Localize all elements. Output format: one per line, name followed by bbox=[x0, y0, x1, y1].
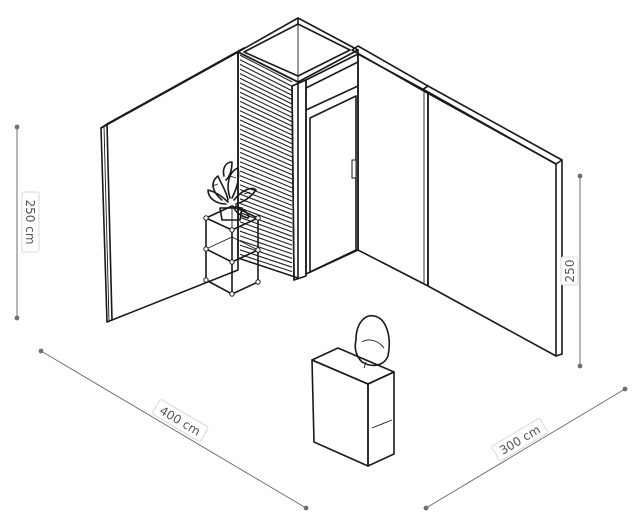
slat-line bbox=[239, 133, 293, 158]
slat-line bbox=[239, 54, 293, 83]
storage-door bbox=[309, 95, 357, 273]
door-handle-icon bbox=[351, 159, 357, 179]
slat-line bbox=[239, 119, 293, 145]
slat-line bbox=[239, 221, 293, 242]
slat-line bbox=[239, 59, 293, 87]
slat-line bbox=[239, 73, 293, 101]
height-right-label: 250 bbox=[563, 260, 577, 283]
slat-line bbox=[239, 207, 293, 229]
slat-line bbox=[239, 124, 293, 149]
dimension-width-front: 400 cm bbox=[38, 348, 309, 511]
slat-line bbox=[239, 156, 293, 180]
slat-line bbox=[239, 68, 293, 96]
slat-line bbox=[239, 230, 293, 251]
slat-line bbox=[239, 142, 293, 167]
dimension-height-left: 250 cm bbox=[14, 124, 40, 321]
slat-line bbox=[239, 170, 293, 193]
slat-line bbox=[239, 161, 293, 184]
dimension-depth-right: 300 cm bbox=[423, 386, 628, 511]
height-left-label: 250 cm bbox=[23, 199, 37, 244]
slat-line bbox=[239, 249, 293, 268]
slat-line bbox=[239, 128, 293, 154]
slat-line bbox=[239, 202, 293, 224]
slat-line bbox=[239, 253, 293, 273]
slat-line bbox=[239, 216, 293, 237]
chair-icon bbox=[354, 314, 390, 369]
slat-line bbox=[239, 114, 293, 140]
counter-icon bbox=[311, 347, 395, 467]
slat-line bbox=[239, 87, 293, 114]
slat-line bbox=[239, 165, 293, 189]
left-wall-panel bbox=[100, 47, 245, 323]
slat-line bbox=[239, 110, 293, 136]
slat-line bbox=[239, 226, 293, 246]
right-side-wall bbox=[351, 45, 429, 287]
dimension-height-right: 250 bbox=[560, 173, 583, 369]
slat-line bbox=[239, 235, 293, 255]
slat-line bbox=[239, 96, 293, 123]
slat-line bbox=[239, 82, 293, 109]
slat-line bbox=[239, 175, 293, 198]
slat-line bbox=[239, 151, 293, 176]
corner-post bbox=[291, 79, 307, 281]
cube-shelf bbox=[203, 205, 261, 297]
slat-line bbox=[239, 100, 293, 127]
slat-line bbox=[239, 239, 293, 259]
slat-line bbox=[239, 198, 293, 220]
right-wall-panel bbox=[421, 85, 563, 357]
slat-line bbox=[239, 137, 293, 162]
slat-line bbox=[239, 63, 293, 92]
slat-line bbox=[239, 77, 293, 105]
storage-room-wall bbox=[305, 53, 359, 275]
slat-line bbox=[239, 105, 293, 131]
slat-line bbox=[239, 91, 293, 118]
slat-line bbox=[239, 244, 293, 264]
slat-line bbox=[239, 147, 293, 171]
plant-icon bbox=[207, 161, 257, 221]
slat-line bbox=[239, 179, 293, 202]
